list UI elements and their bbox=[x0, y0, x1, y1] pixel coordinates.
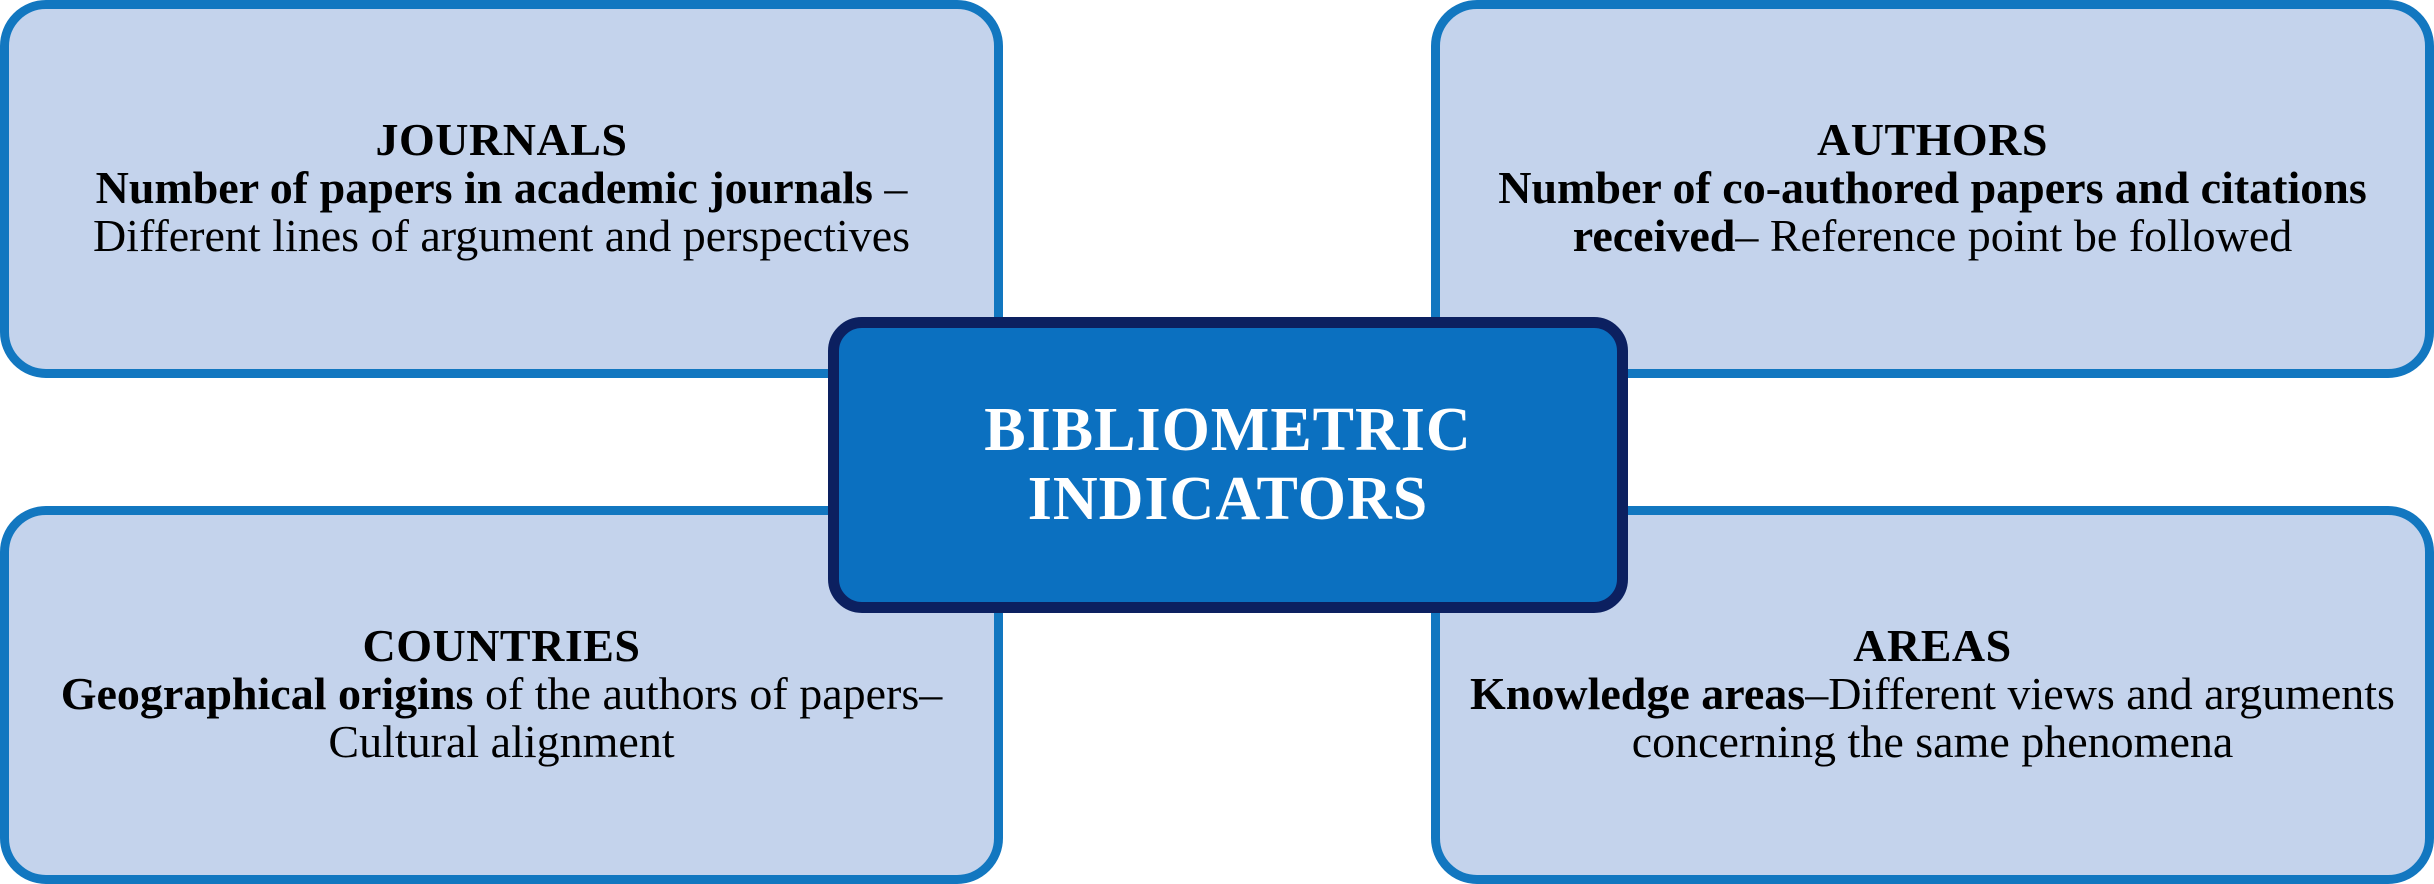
quadrant-journals-heading: JOURNALS bbox=[375, 114, 628, 166]
quadrant-authors-emphasis: Number of co-authored papers and citatio… bbox=[1498, 162, 2367, 262]
quadrant-authors-body: Number of co-authored papers and citatio… bbox=[1466, 162, 2399, 262]
quadrant-journals-body: Number of papers in academic journals – … bbox=[35, 162, 968, 262]
quadrant-areas-heading: AREAS bbox=[1853, 620, 2012, 672]
quadrant-countries-heading: COUNTRIES bbox=[362, 620, 641, 672]
center-node-bibliometric-indicators[interactable]: BIBLIOMETRIC INDICATORS bbox=[828, 317, 1628, 613]
quadrant-authors-heading: AUTHORS bbox=[1817, 114, 2048, 166]
quadrant-journals[interactable]: JOURNALS Number of papers in academic jo… bbox=[0, 0, 1003, 378]
center-node-label: BIBLIOMETRIC INDICATORS bbox=[960, 396, 1495, 535]
quadrant-areas-emphasis: Knowledge areas bbox=[1470, 668, 1806, 720]
quadrant-journals-rest: – Different lines of argument and perspe… bbox=[92, 162, 911, 262]
center-node-line-1: BIBLIOMETRIC bbox=[984, 395, 1472, 464]
quadrant-countries-emphasis: Geographical origins bbox=[60, 668, 474, 720]
quadrant-journals-emphasis: Number of papers in academic journals bbox=[95, 162, 873, 214]
center-node-line-2: INDICATORS bbox=[1027, 465, 1429, 533]
quadrant-authors-rest: – Reference point be followed bbox=[1735, 210, 2293, 262]
quadrant-authors[interactable]: AUTHORS Number of co-authored papers and… bbox=[1431, 0, 2434, 378]
quadrant-countries-rest: of the authors of papers–Cultural alignm… bbox=[328, 668, 943, 768]
quadrant-countries-body: Geographical origins of the authors of p… bbox=[35, 668, 968, 768]
quadrant-areas-body: Knowledge areas–Different views and argu… bbox=[1466, 668, 2399, 768]
quadrant-areas-rest: –Different views and arguments concernin… bbox=[1631, 668, 2395, 768]
